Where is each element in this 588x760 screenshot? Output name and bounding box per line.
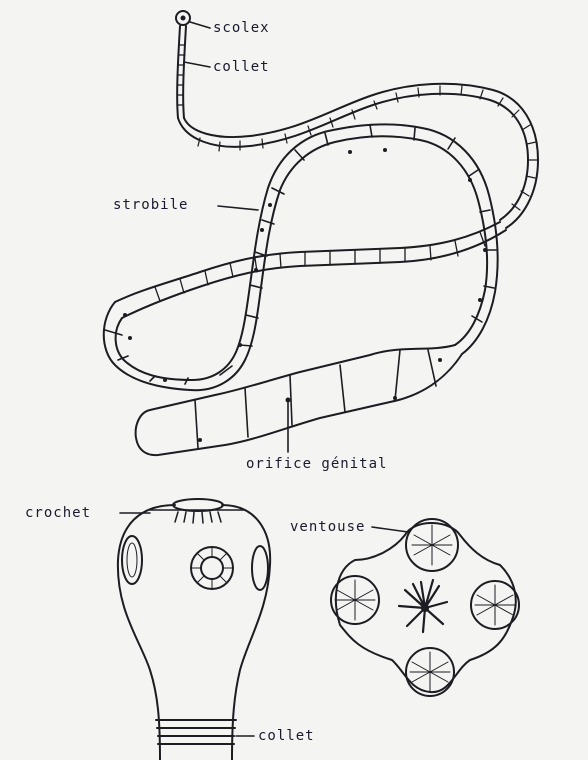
label-scolex: scolex (213, 21, 270, 35)
label-collet-bottom: collet (258, 729, 315, 743)
scolex-side-view (118, 499, 270, 760)
leader-ventouse (372, 527, 408, 532)
central-hooks (399, 580, 447, 632)
leader-scolex (190, 22, 210, 28)
gravid-tail (136, 345, 462, 455)
label-strobile: strobile (113, 198, 188, 212)
label-orifice-genital: orifice génital (246, 457, 387, 471)
leader-collet-top (184, 62, 210, 67)
scolex-apical-view (331, 519, 519, 696)
mid-chain-segments (155, 232, 485, 301)
label-ventouse: ventouse (290, 520, 365, 534)
collet-rings (156, 720, 236, 744)
mature-segments (105, 125, 496, 384)
young-chain-segments (198, 86, 537, 210)
worm-figure (104, 11, 538, 455)
leader-lines (120, 22, 408, 736)
label-crochet: crochet (25, 506, 91, 520)
leader-strobile (218, 206, 258, 210)
label-collet-top: collet (213, 60, 270, 74)
sucker-right (252, 546, 268, 590)
mid-chain (115, 222, 506, 318)
sucker-front-rays (191, 547, 233, 589)
neck (177, 26, 186, 118)
young-chain (178, 84, 538, 228)
